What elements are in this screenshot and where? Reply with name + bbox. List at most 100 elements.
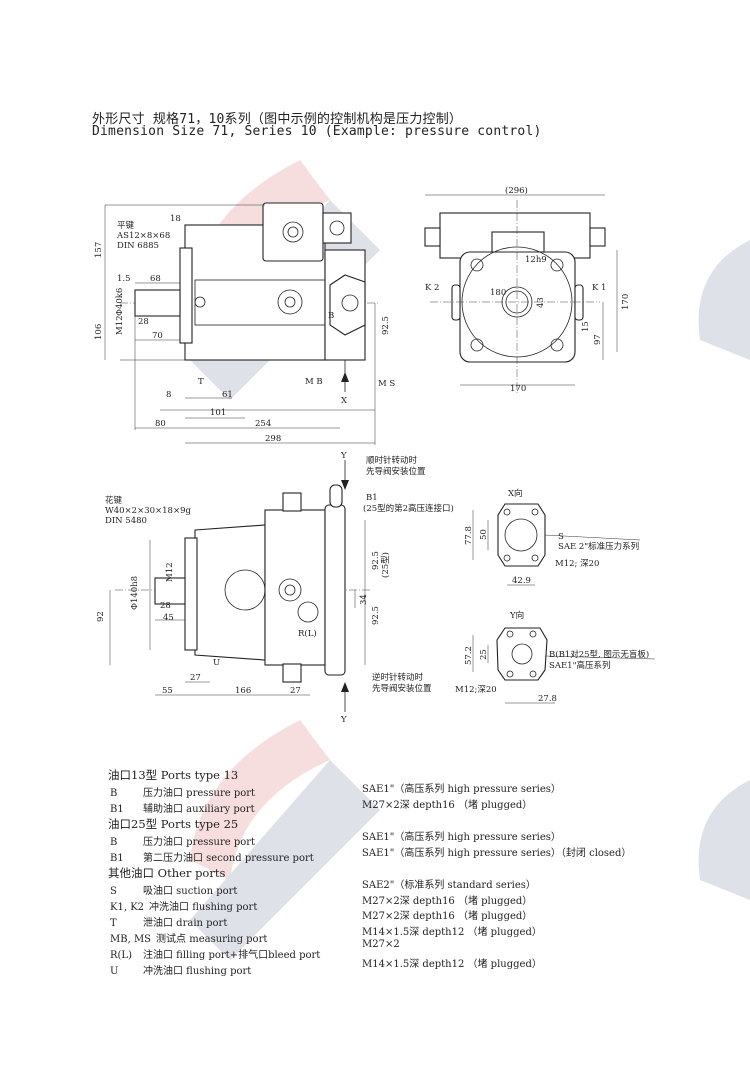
legend-spec: M27×2深 depth16 （堵 plugged）	[362, 800, 533, 811]
port-desc: 冲洗油口 flushing port	[143, 966, 252, 977]
port-b1: B1	[366, 493, 378, 503]
legend-spec: SAE1"（高压系列 high pressure series）	[362, 832, 561, 843]
key-label-2: AS12×8×68	[116, 231, 170, 241]
port-code: B	[110, 788, 118, 799]
legend-spec: SAE1"（高压系列 high pressure series）	[362, 784, 561, 795]
legend-title-type25: 油口25型 Ports type 25	[108, 817, 239, 831]
dim-m12: M12	[165, 562, 175, 582]
port-desc: 吸油口 suction port	[143, 886, 238, 897]
dim-298: 298	[265, 434, 281, 444]
note-counterclockwise: 逆时针转动时	[372, 672, 424, 683]
port-code: S	[110, 886, 117, 897]
legend-item: T 泄油口 drain port	[110, 914, 227, 929]
key-label-1: 平键	[117, 220, 135, 231]
dim-25-type: (25型)	[380, 552, 391, 578]
dim-43: 43	[536, 297, 546, 308]
port-b-note: B(B1对25型, 图示无盲板)	[549, 649, 649, 660]
dim-12h9: 12h9	[525, 255, 547, 265]
dim-254: 254	[255, 419, 271, 429]
dim-34: 34	[359, 594, 369, 605]
x-view: X向 77.8 50 42.9 S SAE 2"标准压力系列 M12; 深20	[464, 488, 641, 586]
legend-item: U 冲洗油口 flushing port	[110, 962, 251, 977]
x-view-title: X向	[508, 488, 523, 499]
y-view-note: SAE1"高压系列	[549, 660, 610, 671]
key-label-3: DIN 6885	[117, 241, 159, 251]
legend-item: B 压力油口 pressure port	[110, 784, 255, 799]
title-english: Dimension Size 71, Series 10 (Example: p…	[92, 124, 542, 139]
y-view-title: Y向	[509, 610, 524, 621]
legend-item: MB, MS 测试点 measuring port	[110, 930, 267, 945]
dim-m12: M12	[115, 315, 125, 335]
port-desc: 冲洗油口 flushing port	[149, 902, 258, 913]
note-pilot-valve-1: 先导阀安装位置	[366, 466, 426, 477]
dim-296: (296)	[505, 185, 528, 196]
port-desc: 泄油口 drain port	[143, 918, 228, 929]
dim-97: 97	[593, 334, 603, 345]
dim-28: 28	[138, 317, 149, 327]
port-desc: 注油口 filling port+排气口bleed port	[143, 950, 321, 961]
port-code: B1	[110, 804, 124, 815]
note-pilot-valve-2: 先导阀安装位置	[372, 683, 432, 694]
dim-phi140: Φ140h8	[130, 576, 140, 610]
legend-title-type13: 油口13型 Ports type 13	[108, 768, 239, 782]
dim-18: 18	[170, 214, 181, 224]
dim-61: 61	[222, 390, 233, 400]
dim-180: 180	[490, 288, 506, 298]
port-code: T	[110, 918, 117, 929]
port-code: B1	[110, 853, 124, 864]
dim-27-8: 27.8	[538, 694, 557, 704]
dim-92-5-b: 92.5	[371, 606, 381, 625]
view-y-marker-top: Y	[340, 451, 347, 461]
top-side-view: 157 106 平键 AS12×8×68 DIN 6885 18 1.5 68 …	[94, 202, 395, 445]
port-desc: 压力油口 pressure port	[143, 788, 256, 799]
dim-27-a: 27	[190, 673, 201, 683]
note-clockwise: 顺时针转动时	[366, 455, 418, 466]
top-front-view: (296) 12h9 180 43 15 97 170 170 K 2 K 1	[424, 185, 631, 395]
dim-8: 8	[166, 390, 171, 400]
dim-80: 80	[155, 419, 166, 429]
port-code: MB, MS	[110, 934, 152, 945]
note-b1: (25型的第2高压连接口)	[363, 503, 454, 514]
port-b: B	[328, 311, 334, 321]
dim-68: 68	[150, 274, 161, 284]
port-mb: M B	[305, 377, 323, 387]
legend-spec: M14×1.5深 depth12 （堵 plugged）	[362, 927, 542, 938]
view-y-marker-bottom: Y	[340, 715, 347, 725]
legend-title-other: 其他油口 Other ports	[108, 866, 226, 880]
dim-55: 55	[162, 686, 173, 696]
legend-spec: M27×2	[362, 939, 400, 950]
y-view-thread: M12;深20	[455, 685, 497, 695]
dim-42-9: 42.9	[512, 576, 531, 586]
dim-57-2: 57.2	[464, 646, 474, 665]
middle-side-view: 花键 W40×2×30×18×9g DIN 5480 M12 Φ140h8 28…	[96, 451, 454, 725]
legend-spec: SAE1"（高压系列 high pressure series）（封闭 clos…	[362, 848, 632, 859]
dim-28: 28	[160, 601, 171, 611]
dim-phi40: Φ40k6	[115, 288, 125, 316]
dim-70: 70	[152, 331, 163, 341]
dim-170-v: 170	[621, 294, 631, 310]
port-desc: 测试点 measuring port	[156, 934, 268, 945]
port-u: U	[213, 658, 220, 668]
legend-spec: M27×2深 depth16 （堵 plugged）	[362, 896, 533, 907]
dim-170-h: 170	[510, 384, 526, 394]
spline-label-3: DIN 5480	[105, 516, 147, 526]
dim-157: 157	[94, 242, 104, 258]
view-x-marker: X	[341, 396, 348, 406]
dim-1-5: 1.5	[117, 274, 131, 284]
dim-50: 50	[479, 529, 489, 540]
port-s: S	[558, 532, 564, 542]
dim-45: 45	[163, 613, 174, 623]
dim-92-5: 92.5	[381, 316, 391, 335]
title-chinese: 外形尺寸 规格71，10系列（图中示例的控制机构是压力控制）	[92, 112, 463, 127]
spline-label-2: W40×2×30×18×9g	[105, 506, 191, 516]
port-code: U	[110, 966, 119, 977]
port-r-l: R(L)	[298, 628, 317, 639]
legend-item: S 吸油口 suction port	[110, 882, 237, 897]
dim-92-5-a: 92.5	[371, 551, 381, 570]
port-k1: K 1	[592, 283, 606, 293]
